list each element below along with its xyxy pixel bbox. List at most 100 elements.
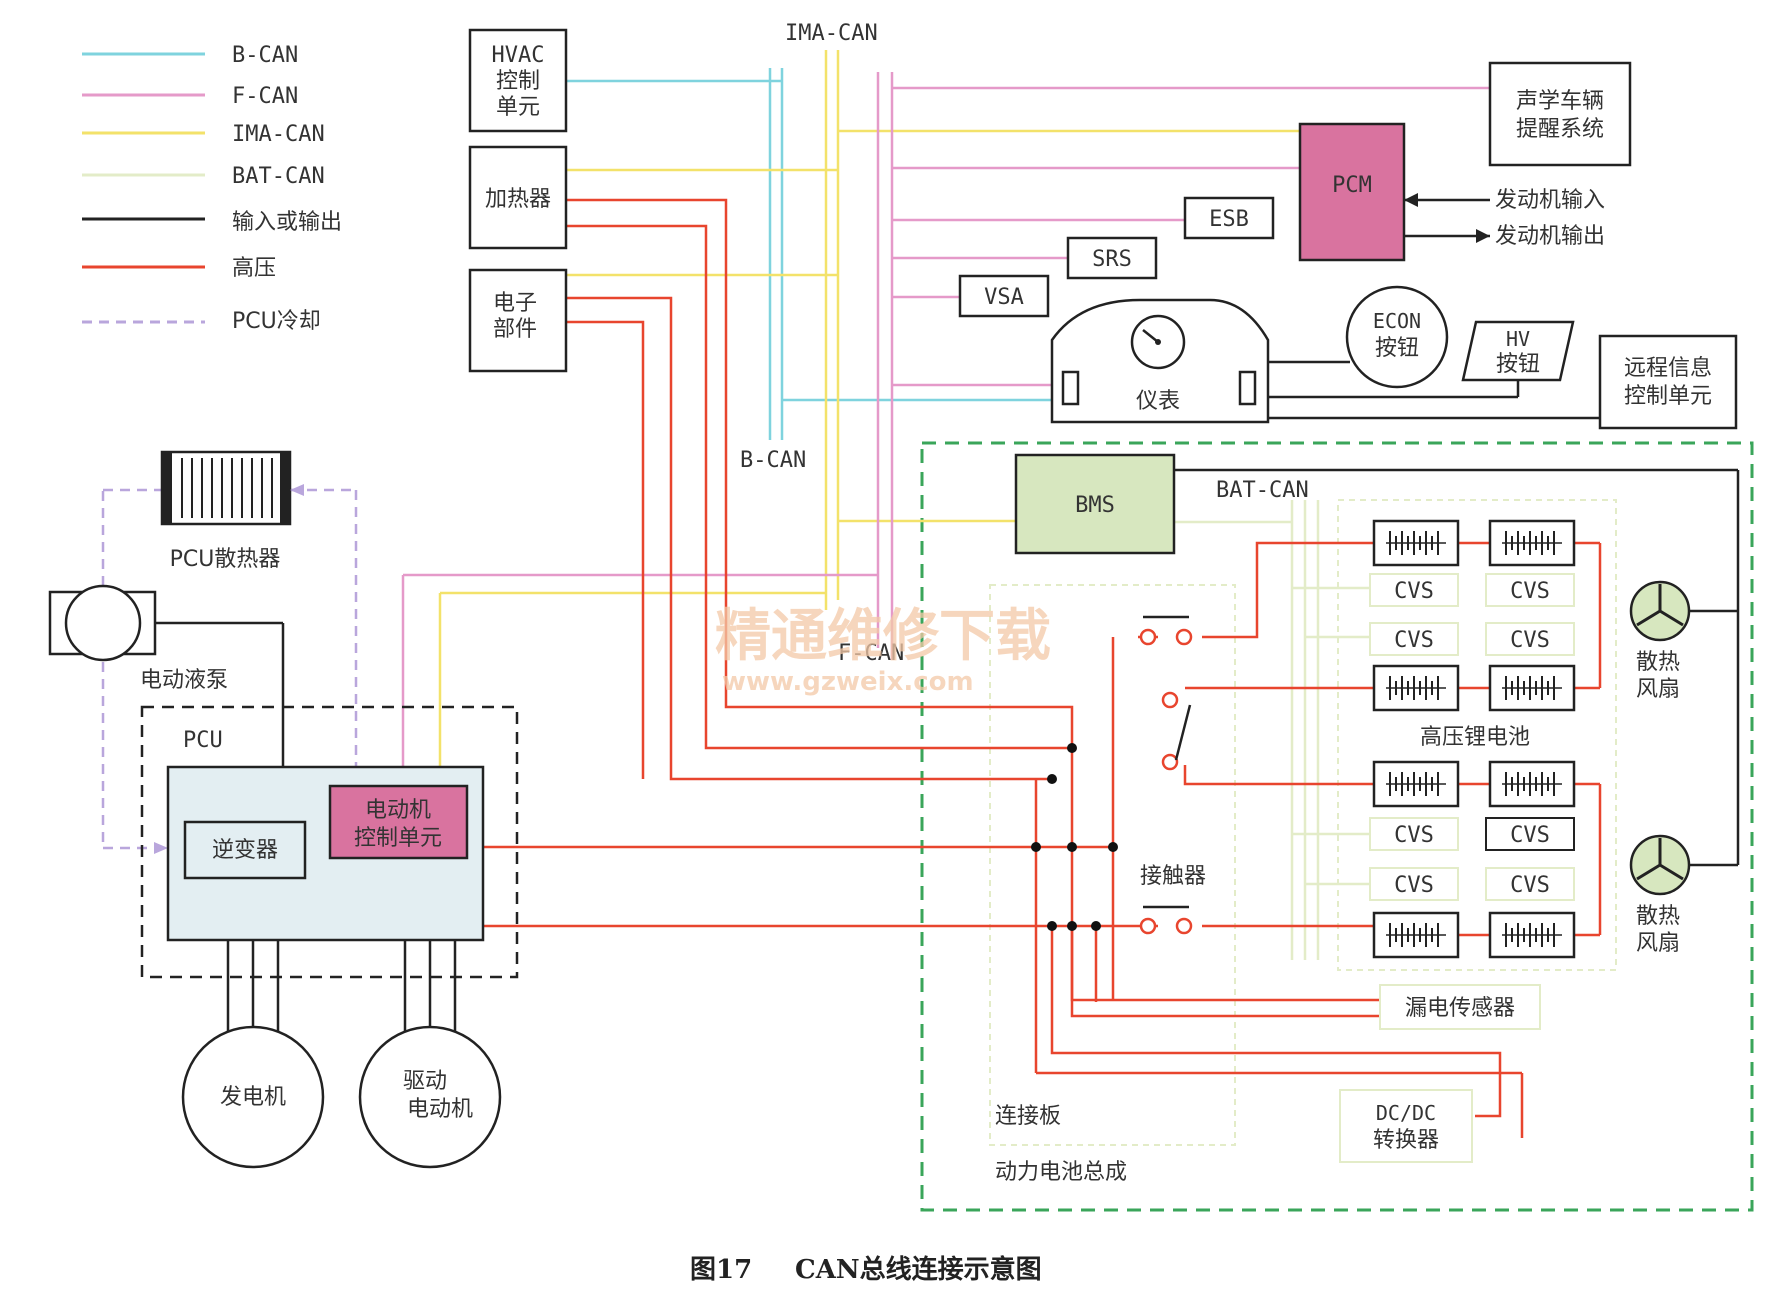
hvac-line3: 单元	[496, 95, 540, 120]
battery-module	[1372, 760, 1460, 808]
generator-icon: 发电机	[181, 1025, 325, 1169]
dcdc-line1: DC/DC	[1376, 1101, 1436, 1125]
cvs-label: CVS	[1394, 579, 1434, 604]
hvac-line2: 控制	[496, 69, 540, 94]
mcu-line2: 控制单元	[354, 826, 442, 851]
pcu-label: PCU	[183, 728, 223, 753]
figure-number: 图17	[690, 1255, 752, 1285]
hvac-line1: HVAC	[492, 43, 545, 68]
battery-module	[1488, 911, 1576, 959]
engine-input-arrow	[1404, 193, 1418, 207]
srs-label: SRS	[1092, 247, 1132, 272]
hvac-control-unit: HVAC 控制 单元	[468, 28, 568, 133]
legend-bat-can: BAT-CAN	[232, 164, 325, 189]
bus-label-bat-can: BAT-CAN	[1216, 478, 1309, 503]
watermark-text: 精通维修下载	[715, 603, 1051, 669]
engine-output-arrow	[1476, 229, 1490, 243]
fan-upper-line1: 散热	[1636, 650, 1680, 675]
inverter-unit: 逆变器	[183, 820, 307, 880]
cooling-flow-arrow	[154, 842, 168, 854]
econ-line1: ECON	[1373, 309, 1421, 333]
cvs-box: CVS	[1369, 817, 1459, 851]
bms-label: BMS	[1075, 493, 1115, 518]
battery-module	[1488, 664, 1576, 712]
cvs-label: CVS	[1394, 628, 1434, 653]
hv-button: HV 按钮	[1461, 320, 1575, 382]
generator-label: 发电机	[220, 1085, 286, 1110]
acoustic-alert-system: 声学车辆 提醒系统	[1488, 61, 1632, 167]
battery-module	[1488, 760, 1576, 808]
esb-label: ESB	[1209, 207, 1249, 232]
legend-high-voltage: 高压	[232, 256, 276, 281]
engine-input-label: 发动机输入	[1495, 188, 1605, 213]
telematics-unit: 远程信息 控制单元	[1598, 334, 1738, 430]
legend-b-can: B-CAN	[232, 43, 298, 68]
pcu-radiator-icon	[160, 450, 292, 526]
electronics-line1: 电子	[493, 291, 537, 316]
watermark-url: www.gzweix.com	[722, 667, 974, 697]
hv-line2: 按钮	[1496, 352, 1540, 377]
contactor-label: 接触器	[1140, 864, 1206, 889]
telematics-line2: 控制单元	[1624, 384, 1712, 409]
acoustic-line1: 声学车辆	[1516, 89, 1604, 114]
hv-line1: HV	[1506, 327, 1530, 351]
bus-label-b-can: B-CAN	[740, 448, 806, 473]
legend-io: 输入或输出	[232, 210, 342, 235]
cvs-label: CVS	[1510, 579, 1550, 604]
meter-cluster: 仪表	[1050, 298, 1270, 424]
cooling-fan-icon	[1629, 834, 1691, 896]
figure-title: CAN总线连接示意图	[795, 1254, 1042, 1285]
pcu-radiator-label: PCU散热器	[170, 547, 281, 572]
contactor-switch-icon	[1139, 615, 1193, 935]
cvs-box: CVS	[1485, 817, 1575, 851]
battery-module	[1372, 911, 1460, 959]
inverter-label: 逆变器	[212, 838, 278, 863]
cooling-flow-arrow	[290, 484, 304, 496]
bat-can-lines	[1175, 500, 1370, 960]
battery-module	[1372, 664, 1460, 712]
heater-label: 加热器	[485, 187, 551, 212]
battery-module	[1488, 519, 1576, 567]
f-can-lines	[401, 72, 1490, 786]
electronics-line2: 部件	[493, 317, 537, 342]
cvs-label: CVS	[1510, 823, 1550, 848]
meter-label: 仪表	[1136, 389, 1180, 414]
electric-pump-icon	[48, 584, 157, 662]
hv-battery-label: 高压锂电池	[1420, 725, 1530, 750]
legend-ima-can: IMA-CAN	[232, 122, 325, 147]
heater-unit: 加热器	[468, 145, 568, 250]
junction-dots	[1031, 743, 1118, 931]
drive-motor-line1: 驱动	[403, 1069, 447, 1094]
bus-label-ima-can: IMA-CAN	[785, 21, 878, 46]
leak-sensor-label: 漏电传感器	[1405, 996, 1515, 1021]
cvs-label: CVS	[1394, 873, 1434, 898]
esb-unit: ESB	[1183, 196, 1275, 240]
cvs-label: CVS	[1510, 628, 1550, 653]
battery-module	[1372, 519, 1460, 567]
pump-label: 电动液泵	[140, 668, 228, 693]
cvs-box: CVS	[1485, 867, 1575, 901]
io-lines	[153, 198, 1740, 1035]
bus-label-f-can: F-CAN	[838, 641, 904, 666]
econ-line2: 按钮	[1375, 336, 1419, 361]
cvs-box: CVS	[1369, 573, 1459, 607]
pcm-label: PCM	[1332, 173, 1372, 198]
telematics-line1: 远程信息	[1624, 356, 1712, 381]
pcm-unit: PCM	[1298, 122, 1406, 262]
dcdc-converter: DC/DC 转换器	[1339, 1089, 1473, 1163]
dcdc-line2: 转换器	[1373, 1128, 1439, 1153]
battery-assembly-frame	[920, 441, 1754, 1212]
cvs-label: CVS	[1394, 823, 1434, 848]
econ-button: ECON 按钮	[1345, 285, 1449, 389]
cvs-label: CVS	[1510, 873, 1550, 898]
cvs-box: CVS	[1369, 867, 1459, 901]
motor-control-unit: 电动机 控制单元	[328, 784, 469, 860]
drive-motor-icon: 驱动 电动机	[358, 1025, 502, 1169]
pcu-dashed-frame	[140, 705, 519, 979]
fan-lower-line2: 风扇	[1636, 931, 1680, 956]
acoustic-line2: 提醒系统	[1516, 117, 1604, 142]
drive-motor-line2: 电动机	[407, 1097, 473, 1122]
battery-assembly-label: 动力电池总成	[995, 1160, 1127, 1185]
ima-can-lines	[438, 50, 1300, 786]
